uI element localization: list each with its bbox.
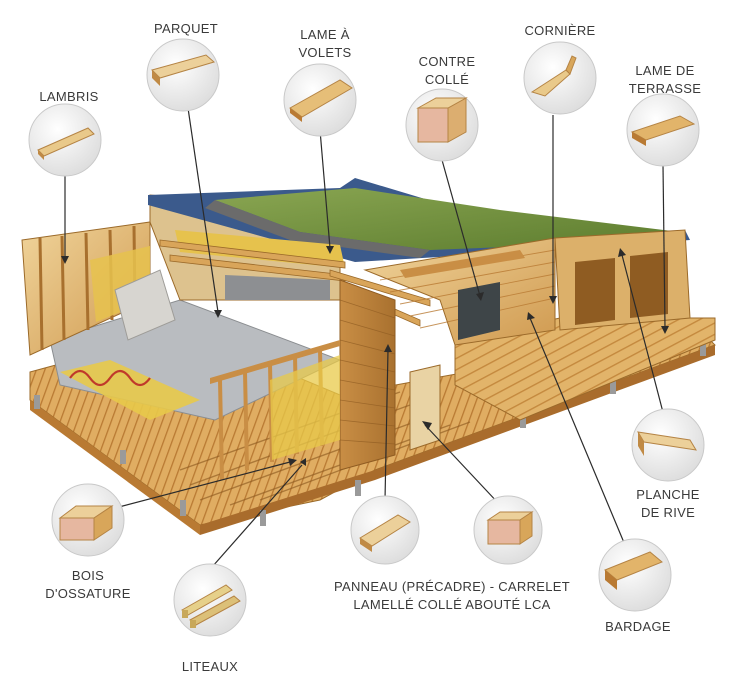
partition-boards [339, 299, 396, 445]
heating-pipe [69, 369, 151, 387]
front-top-plate [210, 340, 340, 384]
sample-lame-volets[interactable] [283, 63, 357, 137]
label-lambris: LAMBRIS [39, 89, 99, 104]
sample-contre-colle[interactable] [405, 88, 479, 162]
right-wing-window [575, 258, 615, 325]
label-lame-terrasse-line1: LAME DE [635, 63, 695, 78]
floor-beam [30, 400, 200, 535]
sample-lame-terrasse[interactable] [626, 93, 700, 167]
leader-arrows [61, 246, 669, 466]
label-lame-volets-line1: LAME À [300, 27, 350, 42]
insulation-floor [60, 360, 200, 420]
label-planche-rive-line1: PLANCHE [636, 487, 700, 502]
label-parquet: PARQUET [154, 21, 218, 36]
house-illustration [21, 178, 716, 535]
sample-bardage[interactable] [598, 538, 672, 612]
back-wall-window [225, 275, 330, 300]
door-frame [409, 364, 441, 451]
front-insulation [270, 355, 340, 460]
sample-liteaux[interactable] [173, 563, 247, 637]
sample-corniere[interactable] [523, 41, 597, 115]
leader-lines [64, 107, 666, 576]
label-liteaux: LITEAUX [181, 659, 239, 674]
label-panneau-line1: PANNEAU (PRÉCADRE) - CARRELET [334, 579, 570, 594]
roof-gravel [205, 200, 430, 258]
label-corniere: CORNIÈRE [524, 23, 596, 38]
sample-panneau-2[interactable] [473, 495, 543, 565]
label-contre-colle-line1: CONTRE [418, 54, 476, 69]
plasterboard [114, 269, 176, 341]
sample-bois-ossature[interactable] [51, 483, 125, 557]
sample-planche-rive[interactable] [631, 408, 705, 482]
foundation-posts [34, 340, 706, 526]
sample-lambris[interactable] [28, 103, 102, 177]
label-bois-ossature-line1: BOIS [71, 568, 105, 583]
right-wing-window-2 [630, 252, 668, 318]
sample-parquet[interactable] [146, 38, 220, 112]
sample-panneau-1[interactable] [350, 495, 420, 565]
label-lame-terrasse-line2: TERRASSE [628, 81, 702, 96]
label-bardage: BARDAGE [605, 619, 671, 634]
green-roof [215, 188, 680, 250]
label-panneau-line2: LAMELLÉ COLLÉ ABOUTÉ LCA [353, 597, 551, 612]
label-contre-colle-line2: COLLÉ [424, 72, 470, 87]
label-bois-ossature-line2: D'OSSATURE [45, 586, 131, 601]
label-planche-rive-line2: DE RIVE [640, 505, 696, 520]
glass-opening [458, 282, 500, 340]
label-lame-volets-line2: VOLETS [298, 45, 352, 60]
pergola-beams [400, 250, 525, 278]
